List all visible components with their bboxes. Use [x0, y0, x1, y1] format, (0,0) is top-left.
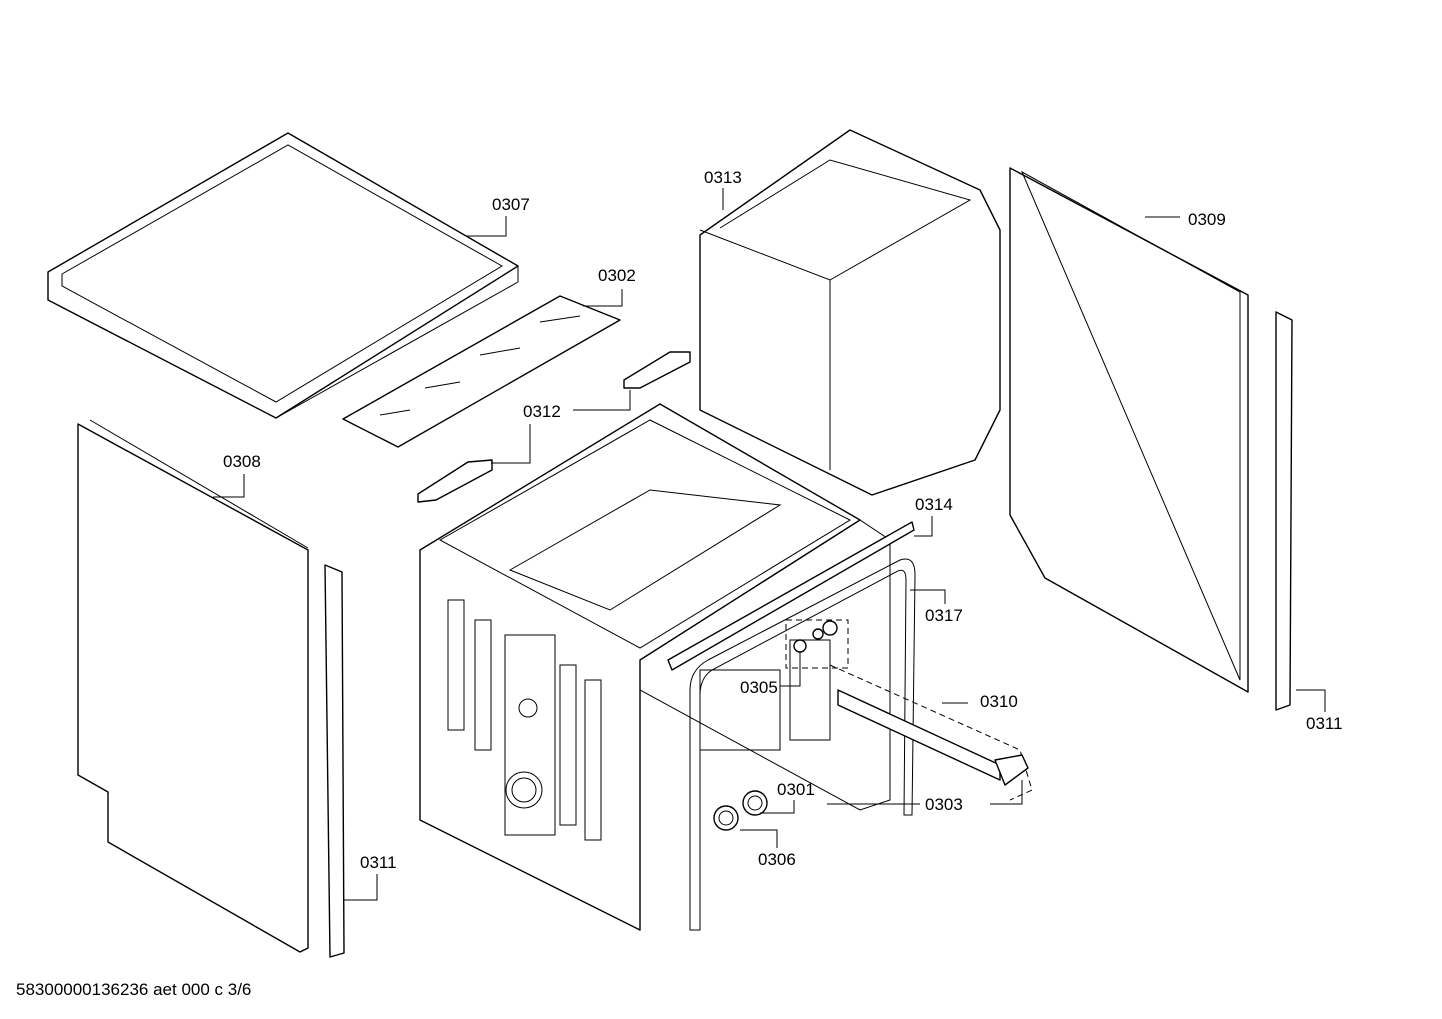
part-0302-insulation-mat[interactable] — [342, 295, 621, 448]
label-0302: 0302 — [598, 266, 636, 285]
part-0306-gasket-ring[interactable] — [713, 805, 739, 831]
leader-lines — [213, 188, 1326, 901]
label-0307: 0307 — [492, 195, 530, 214]
label-0311-left: 0311 — [360, 853, 397, 872]
label-0306: 0306 — [758, 850, 796, 869]
label-0311-right: 0311 — [1306, 714, 1343, 733]
label-0303: 0303 — [925, 795, 963, 814]
part-0301-drain-cap[interactable] — [742, 790, 768, 816]
part-0311-trim-strip-right[interactable] — [1275, 311, 1293, 711]
part-0312-bracket-lower[interactable] — [417, 459, 493, 503]
part-0311-trim-strip-left[interactable] — [324, 564, 345, 958]
label-0305: 0305 — [740, 678, 778, 697]
label-0308: 0308 — [223, 452, 261, 471]
label-0317: 0317 — [925, 606, 963, 625]
label-0314: 0314 — [915, 495, 953, 514]
part-0308-side-panel-left[interactable] — [77, 419, 309, 953]
drawing-id-footer: 58300000136236 aet 000 c 3/6 — [16, 980, 252, 999]
label-0313: 0313 — [704, 168, 742, 187]
part-0314-front-rail[interactable] — [667, 521, 915, 671]
tub-body[interactable] — [419, 403, 891, 931]
part-0307-top-cover[interactable] — [47, 132, 519, 419]
label-0309: 0309 — [1188, 210, 1226, 229]
label-0310: 0310 — [980, 692, 1018, 711]
part-0309-side-panel-right[interactable] — [1009, 167, 1249, 693]
part-0310-spray-rail[interactable] — [829, 664, 1033, 801]
part-0313-insulation-shell[interactable] — [699, 129, 1001, 496]
label-0301: 0301 — [777, 780, 815, 799]
part-0305-connectors[interactable] — [785, 619, 849, 669]
part-0317-door-seal[interactable] — [689, 558, 916, 931]
label-0312: 0312 — [523, 402, 561, 421]
part-0312-bracket-upper[interactable] — [623, 351, 691, 389]
